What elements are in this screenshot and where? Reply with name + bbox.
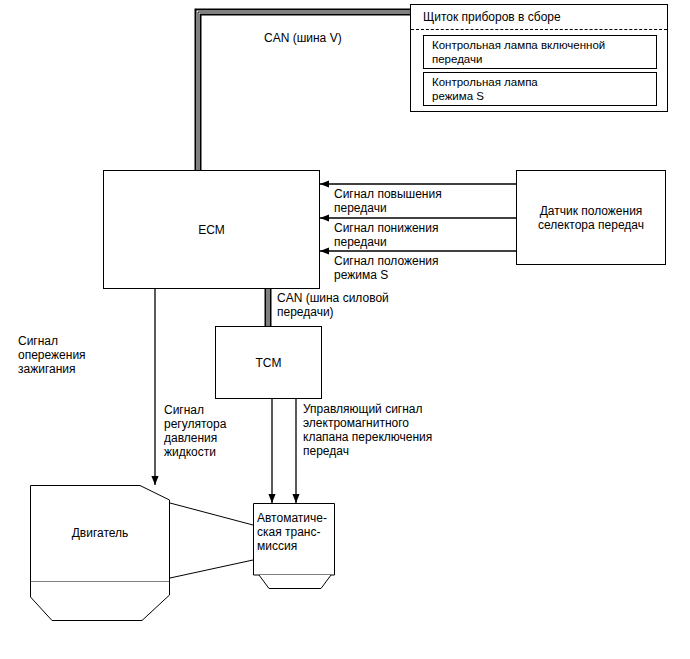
lamp-label: Контрольная лампа включенной передачи (432, 38, 648, 66)
signal-label: Сигнал понижения передачи (333, 221, 455, 249)
signal-label: CAN (шина V) (263, 31, 395, 45)
engine-shape: Двигатель (30, 485, 170, 621)
outline-part (254, 504, 335, 576)
connector-line (198, 12, 410, 170)
lamp-box: Контрольная лампа режима S (423, 72, 657, 106)
connector-line (265, 289, 272, 326)
outline-part (259, 575, 331, 589)
outline-part (31, 582, 170, 621)
signal-label: Сигнал положения режима S (333, 254, 455, 282)
signal-label: Сигнал опережения зажигания (17, 334, 111, 376)
signal-arrow (320, 251, 516, 252)
connector-line (295, 399, 296, 503)
signal-arrow (296, 399, 297, 503)
connector-line (320, 250, 516, 251)
signal-arrow (155, 289, 156, 485)
signal-arrow (320, 218, 516, 219)
transmission-label: Автоматиче- ская транс- миссия (257, 511, 332, 553)
bus-connector (268, 289, 269, 326)
connector-line (268, 289, 269, 326)
bus-connector (198, 12, 410, 170)
ecu-box: TCM (215, 326, 322, 399)
engine-label: Двигатель (72, 526, 129, 540)
box-label: Датчик положения селектора передач (526, 204, 656, 232)
transmission-shape: Автоматиче- ская транс- миссия (253, 503, 335, 589)
connector-line (154, 289, 155, 485)
panel-heading: Щиток приборов в сборе (411, 5, 667, 30)
box-label: ECM (198, 223, 225, 237)
signal-label: Сигнал регулятора давления жидкости (163, 403, 260, 459)
connector-line (320, 183, 516, 184)
ecu-box: ECM (103, 170, 320, 289)
signal-label: CAN (шина силовой передачи) (276, 291, 406, 319)
signal-arrow (272, 399, 273, 503)
panel-box: Щиток приборов в сбореКонтрольная лампа … (410, 4, 668, 112)
signal-arrow (320, 184, 516, 185)
connector-line (198, 12, 410, 170)
outline-part (31, 486, 170, 583)
signal-label: Сигнал повышения передачи (333, 187, 455, 215)
lamp-box: Контрольная лампа включенной передачи (423, 35, 657, 69)
connector-line (320, 217, 516, 218)
sensor-box: Датчик положения селектора передач (516, 170, 666, 265)
box-label: TCM (256, 356, 282, 370)
connector-line (271, 399, 272, 503)
signal-label: Управляющий сигнал электромагнитного кла… (302, 402, 456, 458)
bell-housing (170, 503, 253, 578)
lamp-label: Контрольная лампа режима S (432, 75, 557, 103)
engine-shape-outline (30, 485, 170, 621)
connector-line (198, 12, 410, 170)
connector-line (267, 289, 270, 326)
